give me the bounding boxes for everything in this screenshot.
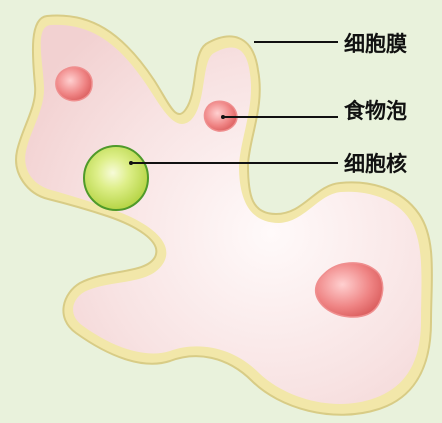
- nucleus-group: [84, 146, 148, 210]
- vacuole-pointer-dot: [221, 115, 225, 119]
- nucleus-pointer-dot: [129, 161, 133, 165]
- nucleus: [84, 146, 148, 210]
- membrane-label: 细胞膜: [344, 34, 407, 55]
- nucleus-label: 细胞核: [344, 154, 407, 175]
- food-vacuole-upper-left: [56, 67, 92, 101]
- food-vacuole-label: 食物泡: [344, 101, 407, 122]
